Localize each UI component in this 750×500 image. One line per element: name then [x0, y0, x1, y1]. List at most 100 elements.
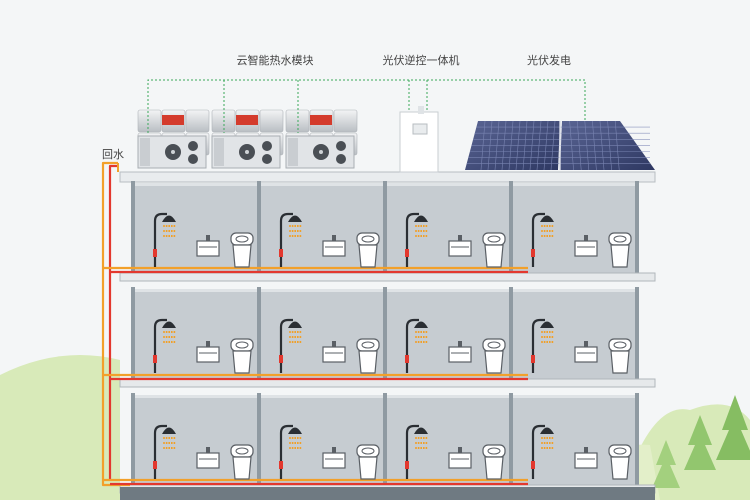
- room-ceiling: [513, 289, 635, 292]
- room-ceiling: [513, 183, 635, 186]
- inverter-box-icon: [399, 106, 439, 173]
- valve: [531, 355, 535, 363]
- wall-post: [635, 393, 639, 487]
- toilet-icon: [608, 338, 632, 374]
- wall-post: [383, 181, 387, 275]
- valve: [153, 461, 157, 469]
- sink-icon: [322, 235, 346, 257]
- room-ceiling: [135, 395, 257, 398]
- brand-badge: [236, 115, 258, 125]
- heat-pump-unit-icon: [211, 109, 284, 169]
- sink-icon: [196, 341, 220, 363]
- wall-post: [131, 287, 135, 381]
- wall-post: [509, 181, 513, 275]
- valve: [531, 461, 535, 469]
- wall-post: [131, 181, 135, 275]
- toilet-icon: [482, 444, 506, 480]
- building: [119, 171, 656, 500]
- return-water-label: 回水: [102, 148, 124, 161]
- toilet-icon: [482, 232, 506, 268]
- valve: [153, 249, 157, 257]
- sink-icon: [448, 341, 472, 363]
- toilet-icon: [608, 444, 632, 480]
- heat-module-group: [137, 109, 358, 169]
- room-fixture-set: [531, 212, 632, 268]
- shower-icon: [279, 424, 302, 479]
- room-fixture-set: [405, 318, 506, 374]
- valve: [405, 249, 409, 257]
- room-fixture-set: [279, 318, 380, 374]
- solar-panel-icon: [465, 120, 655, 171]
- shower-icon: [153, 424, 176, 479]
- floor-slab: [119, 272, 656, 282]
- room-ceiling: [387, 395, 509, 398]
- roof-slab: [119, 171, 656, 183]
- shower-icon: [405, 424, 428, 479]
- shower-icon: [531, 318, 554, 373]
- room-fixture-set: [153, 318, 254, 374]
- valve: [405, 461, 409, 469]
- valve: [531, 249, 535, 257]
- shower-icon: [531, 212, 554, 267]
- wall-post: [635, 181, 639, 275]
- room-ceiling: [135, 289, 257, 292]
- valve: [279, 355, 283, 363]
- wall-post: [635, 287, 639, 381]
- room-fixture-set: [405, 212, 506, 268]
- room-fixture-set: [405, 424, 506, 480]
- sink-icon: [196, 235, 220, 257]
- sink-icon: [322, 447, 346, 469]
- fan: [262, 154, 272, 164]
- room-ceiling: [135, 183, 257, 186]
- room-fixture-set: [531, 318, 632, 374]
- toilet-icon: [230, 338, 254, 374]
- wall-post: [257, 287, 261, 381]
- room-ceiling: [261, 289, 383, 292]
- sink-icon: [574, 341, 598, 363]
- room-fixture-set: [279, 424, 380, 480]
- signal-lines: [147, 79, 586, 133]
- wall-post: [257, 393, 261, 487]
- toilet-icon: [608, 232, 632, 268]
- room-fixture-set: [279, 212, 380, 268]
- sink-icon: [574, 235, 598, 257]
- valve: [405, 355, 409, 363]
- valve: [153, 355, 157, 363]
- room-fixture-set: [153, 212, 254, 268]
- room-ceiling: [387, 183, 509, 186]
- toilet-icon: [356, 338, 380, 374]
- shower-icon: [405, 318, 428, 373]
- toilet-icon: [356, 444, 380, 480]
- toilet-icon: [230, 444, 254, 480]
- wall-post: [257, 181, 261, 275]
- room-ceiling: [513, 395, 635, 398]
- sink-icon: [448, 447, 472, 469]
- wall-post: [383, 287, 387, 381]
- sink-icon: [574, 447, 598, 469]
- hot-water-pipes: [101, 161, 528, 487]
- fan: [336, 141, 346, 151]
- sink-icon: [322, 341, 346, 363]
- toilet-icon: [230, 232, 254, 268]
- inverter-label: 光伏逆控一体机: [383, 53, 460, 67]
- shower-icon: [153, 212, 176, 267]
- room-ceiling: [261, 395, 383, 398]
- room-fixture-set: [153, 424, 254, 480]
- shower-icon: [405, 212, 428, 267]
- sink-icon: [448, 235, 472, 257]
- tree-icon: [652, 395, 750, 488]
- brand-badge: [310, 115, 332, 125]
- room-ceiling: [261, 183, 383, 186]
- wall-post: [509, 393, 513, 487]
- wall-post: [131, 393, 135, 487]
- wall-post: [509, 287, 513, 381]
- fan: [262, 141, 272, 151]
- floor-slab: [119, 378, 656, 388]
- roof-equipment: [137, 106, 655, 173]
- toilet-icon: [482, 338, 506, 374]
- brand-badge: [162, 115, 184, 125]
- room-ceiling: [387, 289, 509, 292]
- ground-slab: [120, 487, 655, 500]
